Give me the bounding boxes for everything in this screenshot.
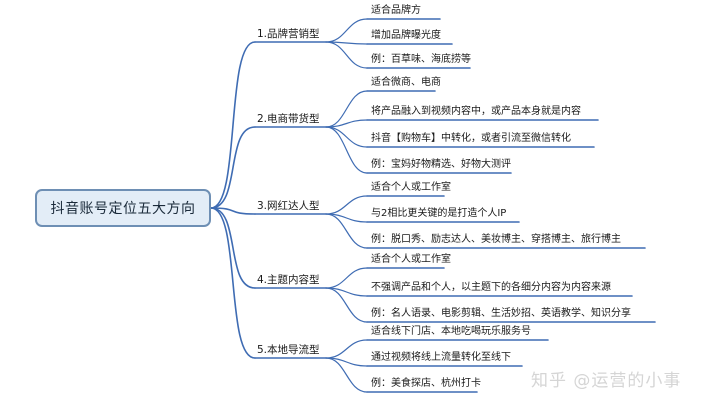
root-connector [210, 207, 256, 359]
leaf-connector [325, 267, 368, 289]
leaf-label: 适合品牌方 [371, 5, 421, 16]
leaf-label: 例：名人语录、电影剪辑、生活妙招、英语教学、知识分享 [371, 308, 631, 319]
branch-label: 4.主题内容型 [257, 274, 320, 286]
root-node: 抖音账号定位五大方向 [35, 189, 211, 227]
leaf-connector [325, 126, 368, 174]
leaf-label: 例：脱口秀、励志达人、美妆博主、穿搭博主、旅行博主 [371, 234, 621, 245]
leaf-label: 例：美食探店、杭州打卡 [371, 378, 481, 389]
leaf-connector [325, 213, 368, 249]
leaf-label: 适合微商、电商 [371, 77, 441, 88]
leaf-label: 例：百草味、海底捞等 [371, 54, 471, 65]
leaf-label: 将产品融入到视频内容中，或产品本身就是内容 [371, 106, 581, 117]
leaf-label: 不强调产品和个人，以主题下的各细分内容为内容来源 [371, 282, 611, 293]
leaf-connector [325, 339, 368, 359]
leaf-label: 抖音【购物车】中转化，或者引流至微信转化 [371, 133, 571, 144]
leaf-label: 通过视频将线上流量转化至线下 [371, 352, 511, 363]
branch-label: 1.品牌营销型 [257, 28, 320, 40]
leaf-label: 适合个人或工作室 [371, 254, 451, 265]
leaf-label: 与2相比更关键的是打造个人IP [371, 208, 507, 219]
leaf-label: 适合线下门店、本地吃喝玩乐服务号 [371, 326, 531, 337]
root-connector [210, 207, 256, 289]
root-connector [210, 126, 256, 209]
leaf-connector [325, 287, 368, 323]
leaf-connector [325, 357, 368, 393]
root-connector [210, 41, 256, 209]
branch-label: 5.本地导流型 [257, 344, 320, 356]
leaf-connector [325, 90, 368, 128]
leaf-connector [325, 126, 368, 148]
leaf-connector [325, 41, 368, 69]
leaf-label: 例：宝妈好物精选、好物大测评 [371, 159, 511, 170]
branch-label: 3.网红达人型 [257, 200, 320, 212]
leaf-label: 适合个人或工作室 [371, 182, 451, 193]
root-connector [210, 207, 256, 215]
leaf-connector [325, 18, 368, 43]
leaf-connector [325, 195, 368, 215]
branch-label: 2.电商带货型 [257, 113, 320, 125]
watermark: 知乎 @运营的小事 [531, 371, 682, 391]
leaf-label: 增加品牌曝光度 [371, 30, 441, 41]
